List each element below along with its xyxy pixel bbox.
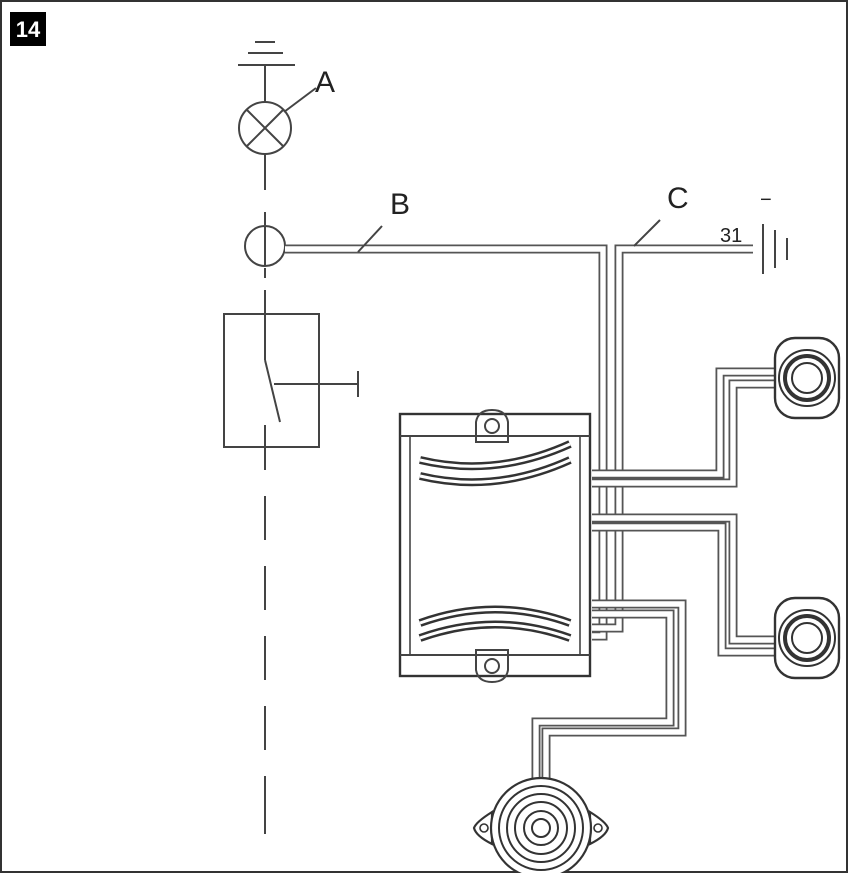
control-module [398, 408, 592, 684]
label-b: B [390, 188, 410, 221]
terminal-31-label: 31 [720, 225, 742, 247]
wire-c-leader-line [633, 219, 661, 247]
switch-symbol [223, 313, 359, 448]
module-vent-bottom [418, 605, 572, 642]
speaker-bottom [773, 596, 841, 680]
figure-number-badge: 14 [10, 12, 46, 46]
buzzer [472, 776, 610, 873]
module-mount-top [475, 408, 509, 443]
module-mount-bottom [475, 649, 509, 684]
ground-symbol-right [762, 224, 788, 274]
speaker-top [773, 336, 841, 420]
ground-symbol-top [238, 41, 295, 102]
figure-number: 14 [16, 17, 41, 42]
ground-minus-label: − [760, 189, 772, 211]
wire-b-leader-line [357, 225, 383, 253]
buzzer-wires [531, 599, 687, 790]
label-a: A [315, 66, 335, 99]
module-vent-top [419, 440, 572, 487]
wire-c [592, 219, 753, 633]
lamp-symbol [238, 87, 317, 155]
lamp-leader-line [283, 87, 317, 113]
speaker-top-wires [592, 367, 776, 488]
label-c: C [667, 182, 689, 215]
speaker-bottom-wires [592, 513, 776, 657]
connector-symbol [244, 225, 286, 267]
wire-b [285, 225, 608, 641]
